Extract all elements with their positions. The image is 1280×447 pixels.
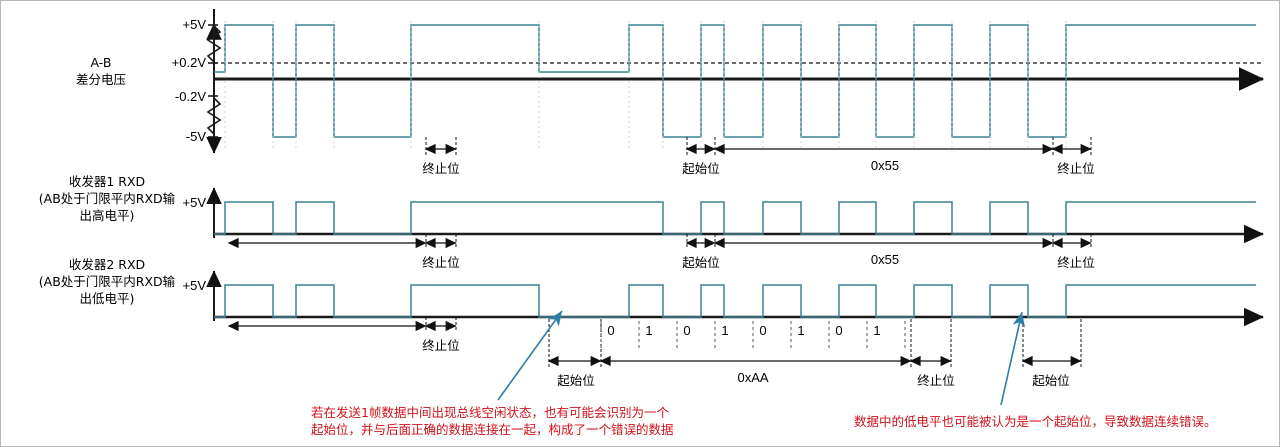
bit-label: 0 [607, 323, 615, 338]
bit-label: 1 [873, 323, 881, 338]
marker-label-diff-stop1: 终止位 [422, 161, 460, 176]
annotation-right: 数据中的低电平也可能被认为是一个起始位，导致数据连续错误。 [854, 413, 1217, 430]
marker-label-rx2-start1: 起始位 [557, 373, 595, 388]
marker-label-diff-start1: 起始位 [682, 161, 720, 176]
marker-label-rx1-hex: 0x55 [870, 252, 900, 267]
marker-label-rx2-stop2: 终止位 [917, 373, 955, 388]
row-label-receiver2-title: 收发器2 RXD [68, 257, 146, 272]
row-label-differential: A-B 差分电压 [56, 54, 146, 88]
bit-label: 1 [797, 323, 805, 338]
diff-axis-label-plus02v: +0.2V [171, 55, 206, 70]
diff-axis-label-minus5v: -5V [185, 129, 206, 144]
axis-break-mark [206, 97, 222, 135]
row-label-receiver1-note2: 出高电平) [79, 208, 135, 223]
bit-label: 0 [683, 323, 691, 338]
bit-label: 1 [645, 323, 653, 338]
row-label-receiver1-title: 收发器1 RXD [68, 174, 146, 189]
bit-label: 0 [835, 323, 843, 338]
waveform-trace-receiver1 [214, 201, 1256, 235]
annotation-left-line2: 起始位，并与后面正确的数据连接在一起，构成了一个错误的数据 [311, 422, 674, 437]
annotation-left-line1: 若在发送1帧数据中间出现总线空闲状态，也有可能会识别为一个 [311, 405, 669, 420]
marker-label-diff-hex: 0x55 [870, 158, 900, 173]
marker-label-rx1-start1: 起始位 [682, 255, 720, 270]
row-label-differential-line1: A-B [90, 55, 112, 70]
marker-label-rx2-start2: 起始位 [1032, 373, 1070, 388]
diff-axis-label-minus02v: -0.2V [174, 89, 206, 104]
annotation-left: 若在发送1帧数据中间出现总线空闲状态，也有可能会识别为一个 起始位，并与后面正确… [311, 404, 674, 438]
axis-break-mark [206, 25, 222, 63]
row-label-receiver2-note2: 出低电平) [79, 291, 135, 306]
row-label-receiver1: 收发器1 RXD (AB处于门限平内RXD输 出高电平) [9, 173, 205, 224]
marker-label-rx2-hex: 0xAA [737, 370, 769, 385]
row-label-differential-line2: 差分电压 [75, 72, 126, 87]
rx1-axis-label-plus5v: +5V [182, 195, 207, 210]
marker-label-rx1-stop1: 终止位 [422, 255, 460, 270]
marker-label-diff-stop2: 终止位 [1057, 161, 1095, 176]
rx2-axis-label-plus5v: +5V [182, 278, 207, 293]
marker-label-rx1-stop2: 终止位 [1057, 255, 1095, 270]
row-label-receiver1-note1: (AB处于门限平内RXD输 [38, 191, 176, 206]
row-label-receiver2-note1: (AB处于门限平内RXD输 [38, 274, 176, 289]
waveform-trace-differential [214, 24, 1256, 138]
diff-axis-label-plus5v: +5V [182, 17, 207, 32]
waveform-trace-receiver2 [214, 284, 1256, 318]
marker-label-rx2-stop1: 终止位 [422, 338, 460, 353]
callout-arrow-left [497, 310, 563, 401]
row-label-receiver2: 收发器2 RXD (AB处于门限平内RXD输 出低电平) [9, 256, 205, 307]
bit-label: 0 [759, 323, 767, 338]
annotation-right-line1: 数据中的低电平也可能被认为是一个起始位，导致数据连续错误。 [854, 414, 1217, 429]
bit-label: 1 [721, 323, 729, 338]
callout-arrow-right [1000, 311, 1026, 406]
